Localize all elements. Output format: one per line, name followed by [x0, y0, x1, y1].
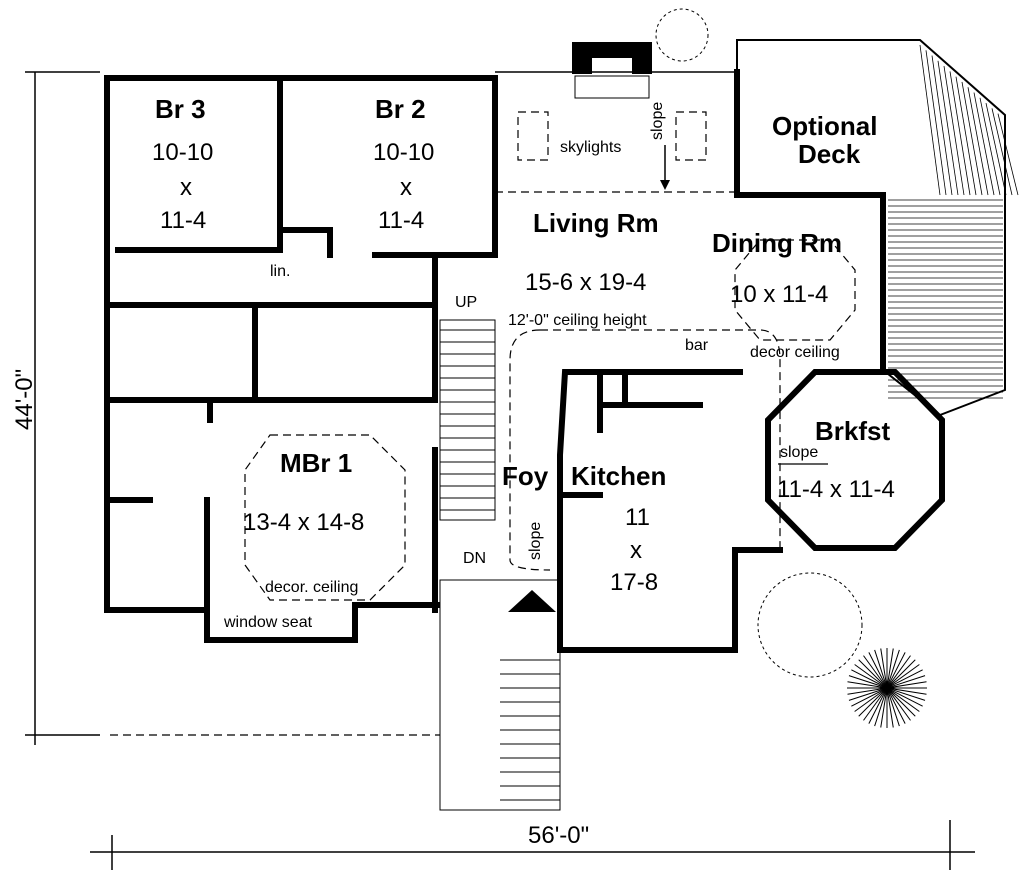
- linen-label: lin.: [270, 263, 290, 280]
- room-name-br3: Br 3: [155, 94, 206, 124]
- brkfst-slope-label: slope: [780, 444, 818, 461]
- entry-arrow-icon: [508, 590, 556, 612]
- width-dimension: 56'-0": [528, 822, 589, 849]
- stairs-down-label: DN: [463, 550, 486, 567]
- room-name-living: Living Rm: [533, 208, 659, 238]
- living-size: 15-6 x 19-4: [525, 269, 646, 296]
- br2-width: 10-10: [373, 139, 434, 166]
- mbr-ceiling-note: decor. ceiling: [265, 579, 358, 596]
- deck-hatching: (function(){var g=document.currentScript…: [888, 44, 1019, 399]
- bar-label: bar: [685, 337, 709, 354]
- tree: [757, 572, 863, 678]
- dining-size: 10 x 11-4: [730, 281, 828, 308]
- br2-x: x: [400, 174, 412, 201]
- room-name-kitchen: Kitchen: [571, 461, 666, 491]
- tree: [655, 8, 709, 62]
- mbr-size: 13-4 x 14-8: [243, 509, 364, 536]
- kitchen-x: x: [630, 537, 642, 564]
- slope-label: slope: [649, 102, 666, 140]
- breakfast-octagon: [765, 369, 945, 551]
- stairs: (function(){var g=document.currentScript…: [439, 319, 561, 811]
- br3-x: x: [180, 174, 192, 201]
- room-name-dining: Dining Rm: [712, 228, 842, 258]
- dashed-features: [110, 111, 856, 736]
- room-name-br2: Br 2: [375, 94, 426, 124]
- depth-dimension: 44'-0": [11, 369, 38, 430]
- brkfst-size: 11-4 x 11-4: [777, 476, 895, 503]
- deck-label-1: Optional: [772, 111, 877, 141]
- window-seat-label: window seat: [223, 614, 313, 631]
- br3-width: 10-10: [152, 139, 213, 166]
- room-name-foyer: Foy: [502, 461, 549, 491]
- br3-length: 11-4: [160, 207, 206, 234]
- living-ceiling-note: 12'-0" ceiling height: [508, 312, 647, 329]
- foyer-slope-label: slope: [527, 522, 544, 560]
- dimension-lines: [25, 71, 975, 870]
- room-name-mbr: MBr 1: [280, 448, 352, 478]
- kitchen-width: 11: [625, 504, 650, 531]
- shrub: (function(){var g=document.currentScript…: [847, 648, 927, 728]
- stairs-up-label: UP: [455, 294, 477, 311]
- room-name-brkfst: Brkfst: [815, 416, 890, 446]
- walls: [104, 69, 886, 653]
- skylights-label: skylights: [560, 139, 621, 156]
- kitchen-length: 17-8: [610, 569, 658, 596]
- dining-ceiling-note: decor ceiling: [750, 344, 840, 361]
- deck-label-2: Deck: [798, 139, 861, 169]
- br2-length: 11-4: [378, 207, 424, 234]
